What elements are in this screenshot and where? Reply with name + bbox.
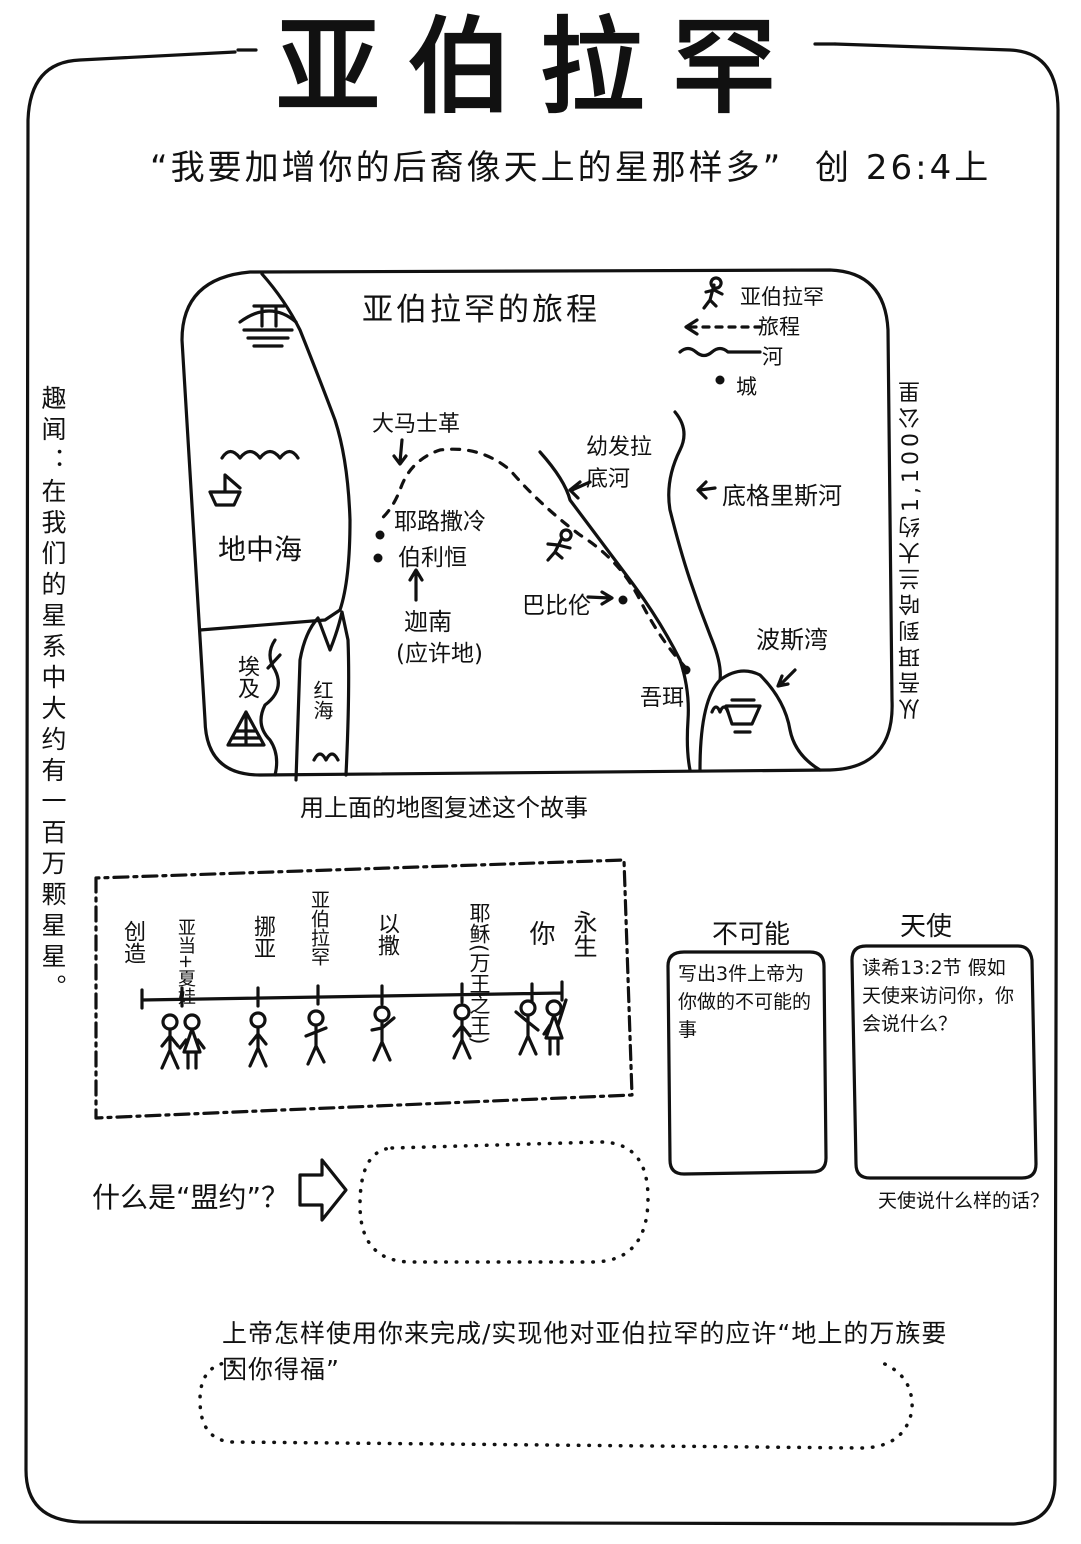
timeline-people bbox=[160, 998, 568, 1070]
timeline-axis bbox=[140, 980, 564, 1010]
timeline-label-adam-eve: 亚当+夏娃 bbox=[175, 918, 196, 1006]
angel-box bbox=[850, 944, 1038, 1180]
red-sea-outline bbox=[294, 610, 351, 782]
timeline-label-isaac: 以撒 bbox=[374, 912, 399, 956]
persian-gulf-outline bbox=[698, 669, 822, 772]
label-canaan-note: (应许地) bbox=[396, 641, 483, 667]
bottom-prompt: 上帝怎样使用你来完成/实现他对亚伯拉罕的应许“地上的万族要因你得福” bbox=[222, 1319, 948, 1384]
label-mediterranean: 地中海 bbox=[218, 533, 303, 566]
map-caption: 用上面的地图复述这个故事 bbox=[300, 794, 588, 822]
timeline-label-eternal-life: 永生 bbox=[569, 910, 597, 958]
page-title: 亚伯拉罕 bbox=[275, 6, 804, 128]
timeline-label-abraham: 亚伯拉罕 bbox=[308, 890, 330, 966]
impossible-heading: 不可能 bbox=[712, 920, 791, 950]
journey-path bbox=[378, 447, 688, 670]
legend-wave bbox=[678, 346, 762, 358]
right-side-fact: 从吾珥到哈兰大约1,100公里 bbox=[899, 377, 924, 720]
legend-abraham: 亚伯拉罕 bbox=[740, 285, 824, 309]
label-euphrates: 幼发拉底河 bbox=[586, 435, 653, 492]
angel-caption: 天使说什么样的话？ bbox=[878, 1190, 1050, 1212]
angel-heading: 天使 bbox=[900, 912, 953, 942]
legend-city: 城 bbox=[736, 375, 757, 399]
label-bethel: 伯利恒 bbox=[398, 545, 467, 571]
verse-line: “我要加增你的后裔像天上的星那样多” 创 26:4上 bbox=[150, 140, 991, 189]
covenant-answer-area[interactable] bbox=[366, 1150, 642, 1258]
legend-river: 河 bbox=[762, 345, 783, 369]
nile-river bbox=[259, 638, 280, 777]
covenant-answer-shape bbox=[358, 1140, 650, 1264]
timeline-label-jesus: 耶稣(万王之王) bbox=[467, 902, 491, 1045]
page-border bbox=[24, 42, 1060, 1526]
verse-quote: “我要加增你的后裔像天上的星那样多” bbox=[150, 148, 784, 188]
label-damascus: 大马士革 bbox=[372, 412, 461, 437]
covenant-arrow-icon bbox=[298, 1158, 348, 1222]
label-persian-gulf: 波斯湾 bbox=[756, 626, 828, 654]
covenant-question: 什么是“盟约”？ bbox=[92, 1181, 290, 1214]
verse-reference: 创 26:4上 bbox=[815, 148, 992, 188]
label-canaan: 迦南 bbox=[404, 608, 452, 636]
timeline-label-you: 你 bbox=[525, 920, 555, 946]
label-tigris: 底格里斯河 bbox=[722, 482, 842, 510]
timeline-box bbox=[94, 858, 634, 1120]
tigris-river bbox=[667, 410, 722, 682]
euphrates-river bbox=[538, 450, 692, 772]
bottom-answer-area[interactable] bbox=[206, 1370, 906, 1442]
label-red-sea: 红海 bbox=[310, 680, 334, 720]
impossible-prompt: 写出3件上帝为你做的不可能的事 bbox=[678, 963, 812, 1041]
map-legend: 亚伯拉罕 旅程 河 城 bbox=[736, 282, 824, 402]
map-frame bbox=[180, 268, 894, 777]
label-babylon: 巴比伦 bbox=[522, 593, 591, 619]
label-ur: 吾珥 bbox=[640, 686, 685, 711]
label-egypt: 埃及 bbox=[234, 655, 259, 699]
legend-journey: 旅程 bbox=[758, 315, 800, 339]
pyramid-icon bbox=[226, 710, 266, 747]
map-title: 亚伯拉罕的旅程 bbox=[362, 292, 600, 328]
bottom-answer-shape bbox=[198, 1360, 914, 1450]
left-side-fact: 趣闻：在我们的星系中大约有一百万颗星星。 bbox=[38, 385, 67, 1005]
timeline-label-noah: 挪亚 bbox=[250, 915, 275, 959]
timeline-label-creation: 创造 bbox=[120, 920, 145, 964]
angel-prompt: 读希13:2节 假如天使来访问你，你会说什么？ bbox=[862, 957, 1015, 1035]
impossible-box bbox=[666, 950, 828, 1176]
label-jerusalem: 耶路撒冷 bbox=[394, 509, 486, 535]
